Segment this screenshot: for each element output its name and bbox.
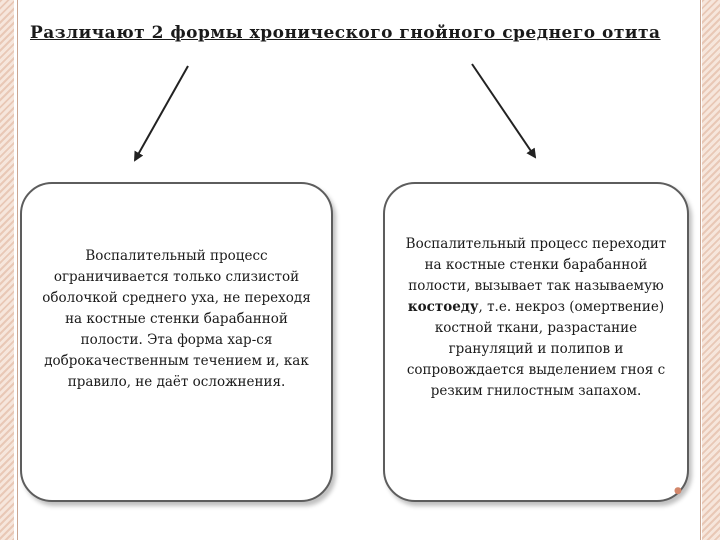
form-box-limited: Воспалительный процесс ограничивается то… (20, 182, 333, 502)
left-frame-border (0, 0, 14, 540)
decorative-bullet-icon: ● (674, 486, 682, 496)
form-box-bone: Воспалительный процесс переходит на кост… (383, 182, 689, 502)
term-kostoeda: костоеду (407, 299, 479, 315)
slide-title: Различают 2 формы хронического гнойного … (30, 23, 661, 43)
form-description-bone: Воспалительный процесс переходит на кост… (403, 234, 669, 402)
right-frame-rule (700, 0, 701, 540)
form-description-limited: Воспалительный процесс ограничивается то… (42, 248, 311, 390)
form-text-before-term: Воспалительный процесс переходит на кост… (405, 236, 667, 294)
form-text-after-term: , т.е. некроз (омертвение) костной ткани… (406, 299, 666, 399)
left-frame-rule (17, 0, 18, 540)
arrow-right (471, 63, 537, 159)
right-frame-border (702, 0, 720, 540)
arrow-left (134, 65, 189, 162)
